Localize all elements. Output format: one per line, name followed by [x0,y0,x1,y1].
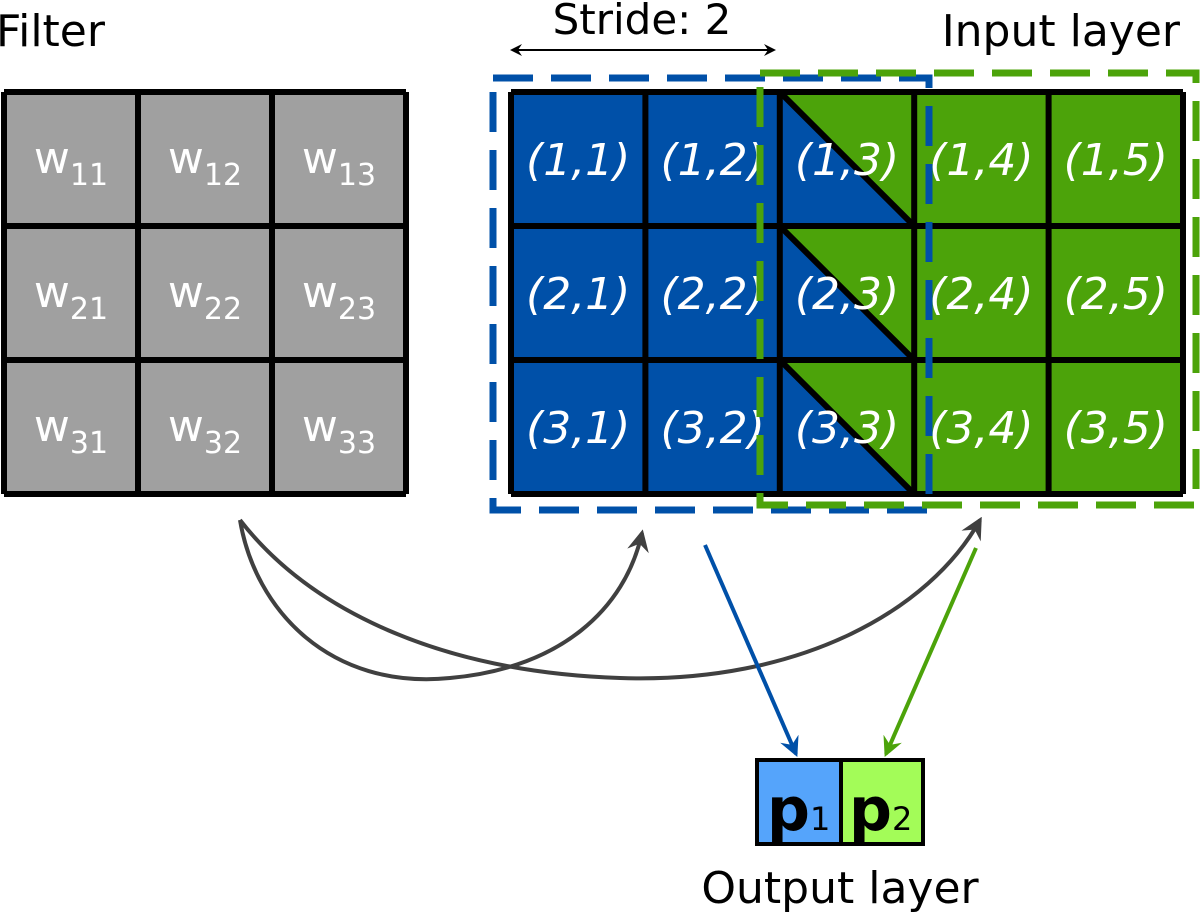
input-cell-label: (3,1) [526,403,630,454]
input-cell-label: (1,5) [1064,135,1168,186]
filter-to-window-2-arrow [238,516,982,681]
filter-weight: w32 [168,401,242,461]
input-cell-bg [511,226,646,360]
input-cell-label: (1,1) [526,135,630,186]
filter-to-window-1-arrow [238,519,649,682]
input-cell-label: (1,4) [929,135,1033,186]
filter-weight: w13 [302,133,376,193]
input-cell-label: (2,5) [1064,269,1168,320]
input-cell-bg [1048,92,1183,226]
input-cell-bg [511,360,646,494]
filter-weight: w23 [302,267,376,327]
input-cell-bg [1048,360,1183,494]
output-cell-2 [839,758,925,846]
input-cell-label: (3,3) [795,403,899,454]
filter-title: Filter [0,6,106,57]
filter-weight: w31 [34,401,108,461]
input-cell-label: (2,1) [526,269,630,320]
input-cell-bg [914,226,1049,360]
output-p1: p1 [767,775,830,845]
input-cell-label: (3,2) [660,403,764,454]
window-2-to-output-arrow [883,547,978,758]
stride-label: Stride: 2 [553,0,732,44]
input-layer-title: Input layer [942,6,1181,57]
filter-weight: w11 [34,133,108,193]
filter-weight: w22 [168,267,242,327]
input-layer-grid: (1,1) (1,2) (1,3) (1,4) (1,5) (2,1) (2,2) (2,3)… [508,89,1186,497]
filter-weight: w12 [168,133,242,193]
filter-grid: w11 w12 w13 w21 w22 w23 w31 w32 w33 [1,89,409,497]
filter-background [4,92,406,494]
input-cell-label: (1,2) [660,135,764,186]
input-cell-bg [914,92,1049,226]
filter-weight: w33 [302,401,376,461]
input-cell-bg [914,360,1049,494]
overlap-cell-diagonal [777,89,917,229]
input-cell-label: (3,5) [1064,403,1168,454]
input-cell-label: (3,4) [929,403,1033,454]
input-cell-label: (2,3) [795,269,899,320]
input-cell-label: (2,4) [929,269,1033,320]
output-cell-1 [755,758,843,846]
overlap-cell-diagonal [777,357,917,497]
filter-weight: w21 [34,267,108,327]
window-1-to-output-arrow [703,544,799,758]
window-2-outline [756,69,1200,509]
input-cell-bg [1048,226,1183,360]
output-p2: p2 [849,775,912,845]
input-cell-label: (1,3) [795,135,899,186]
window-1-outline [489,74,933,514]
input-cell-bg [511,92,646,226]
input-cell-label: (2,2) [660,269,764,320]
overlap-cell-diagonal [777,223,917,363]
output-layer-title: Output layer [701,863,979,912]
